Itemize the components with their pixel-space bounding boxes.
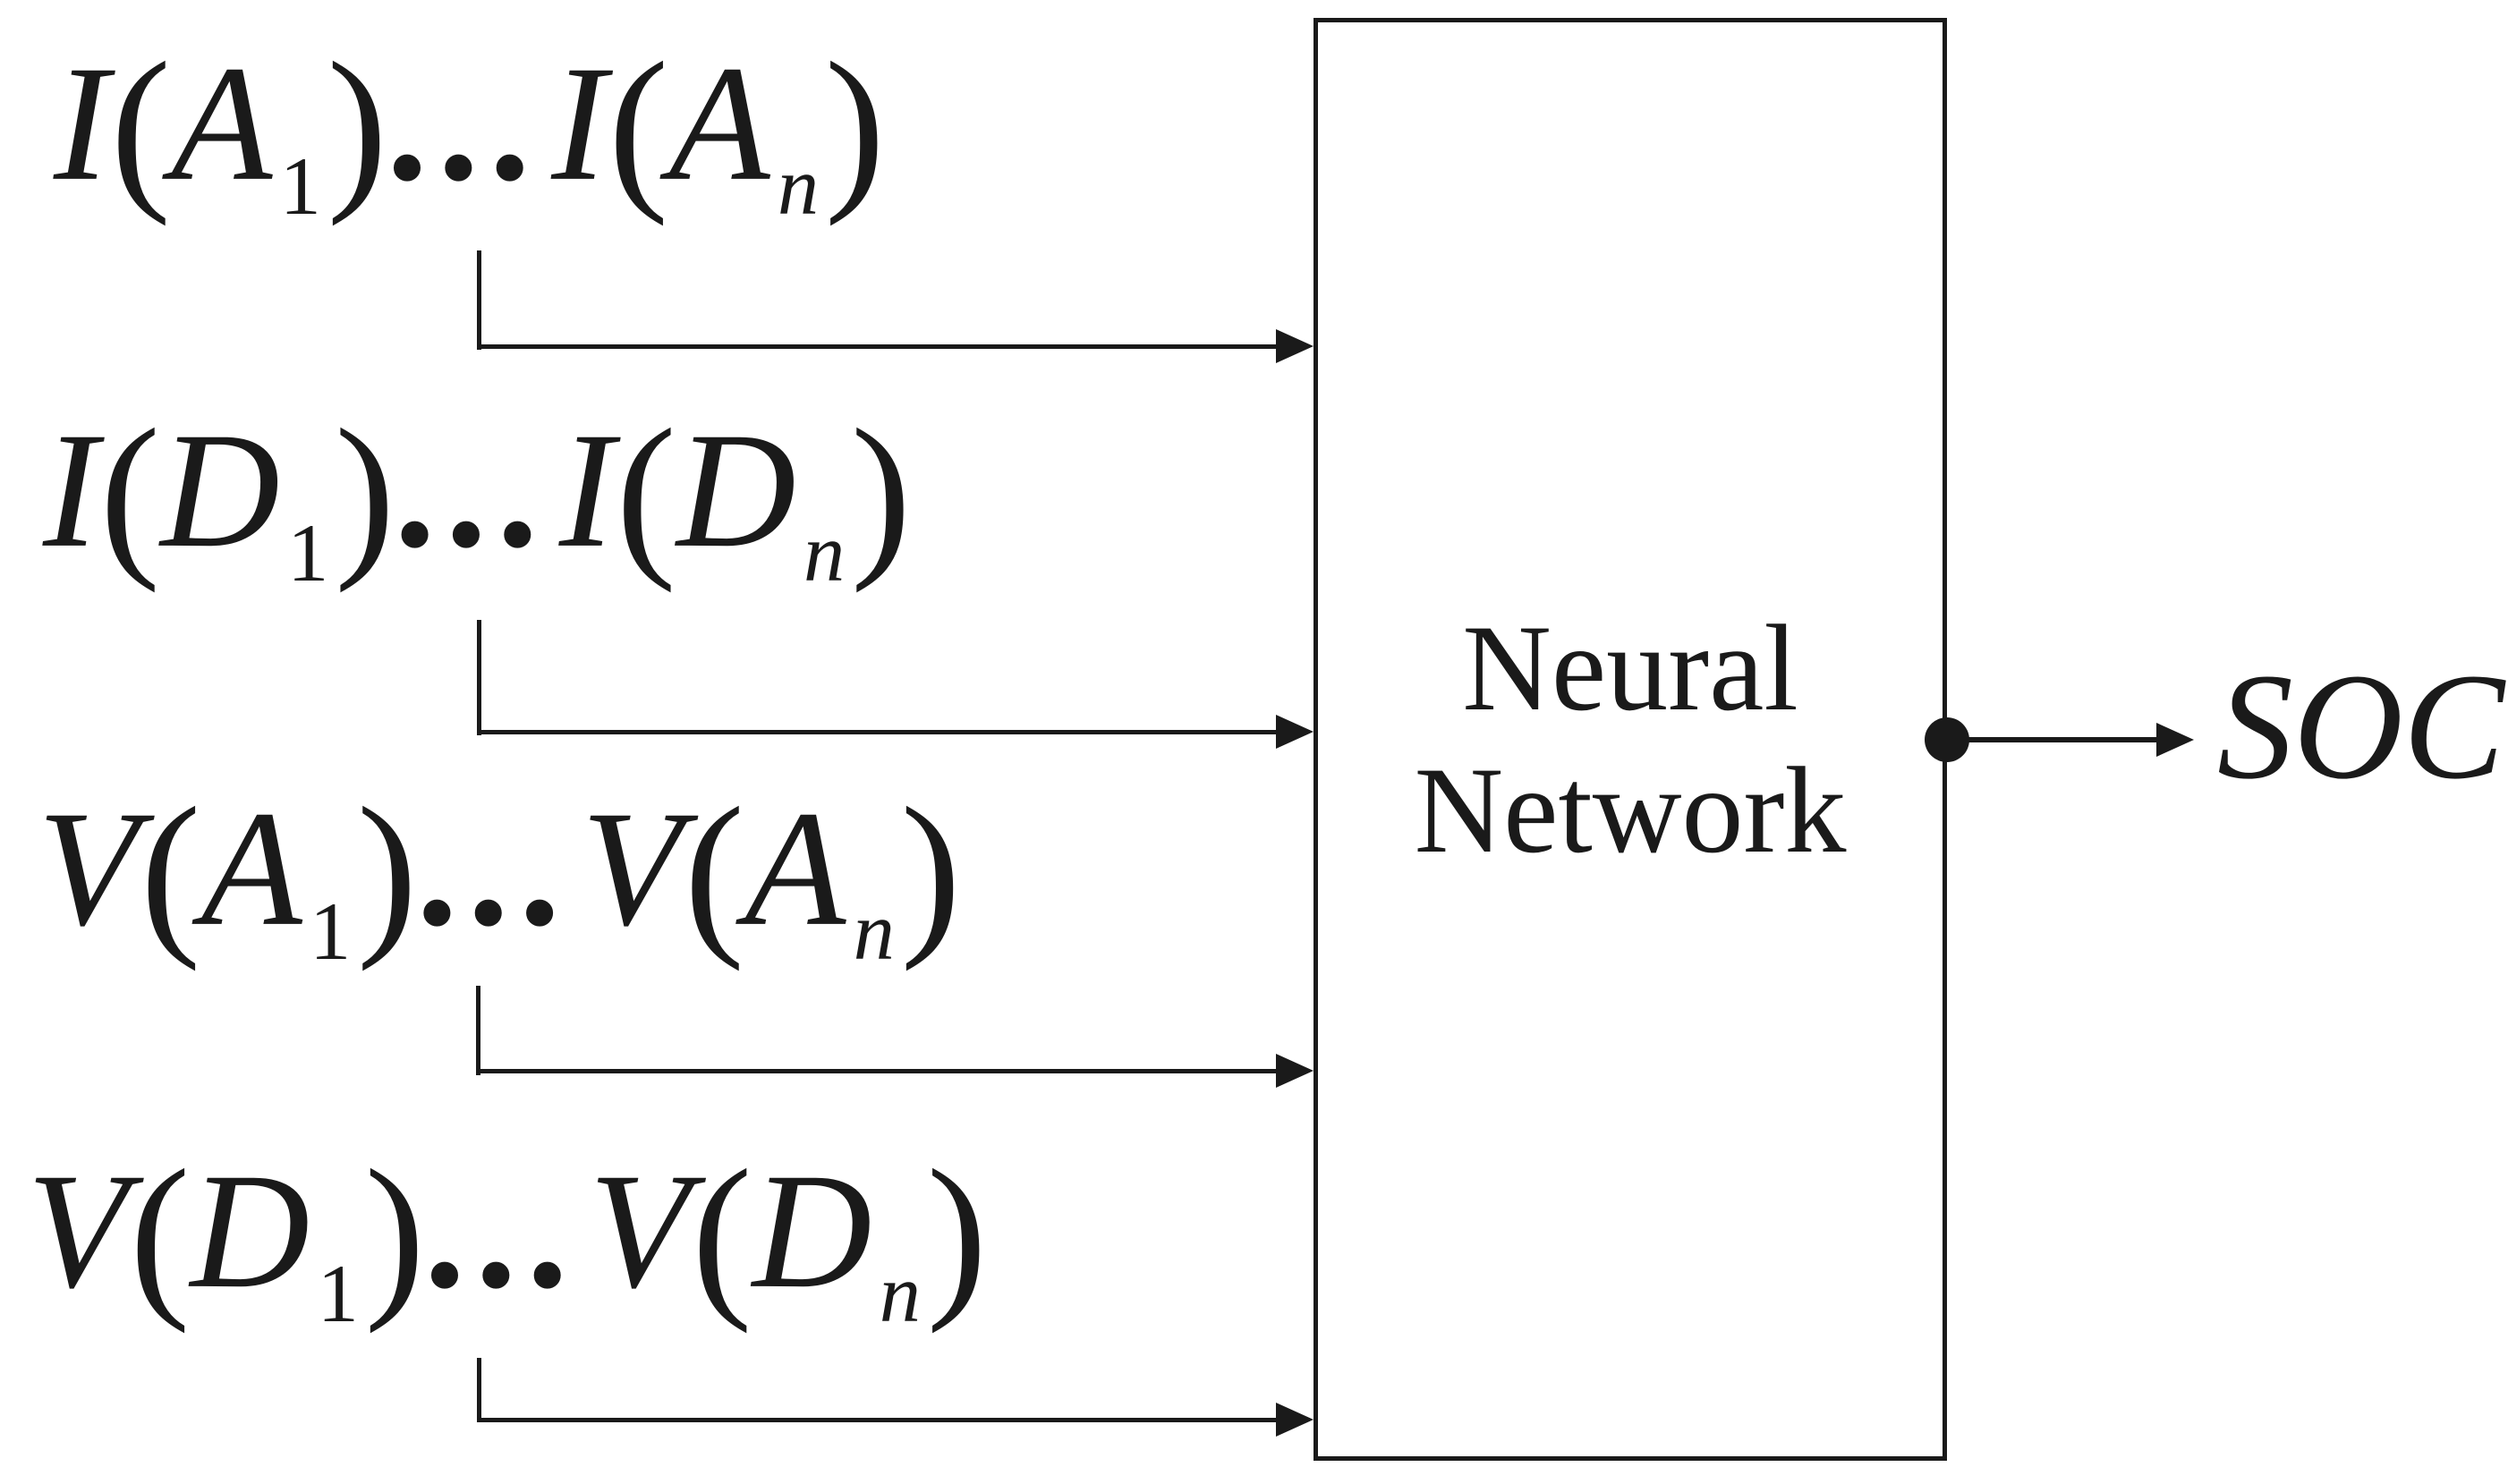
connector-vertical-line [477, 1358, 481, 1421]
function-symbol: V [581, 776, 684, 961]
open-paren: ( [692, 1133, 752, 1335]
close-paren: ) [926, 1133, 988, 1335]
open-paren: ( [110, 26, 172, 227]
subscript-last: n [803, 507, 847, 599]
box-label-line2: Network [1414, 741, 1847, 878]
connector-horizontal-line [477, 1418, 1280, 1422]
output-horizontal-line [1947, 737, 2160, 742]
subscript-first: 1 [317, 1248, 361, 1340]
open-paren: ( [616, 393, 677, 594]
ellipsis: ... [422, 776, 577, 961]
subscript-first: 1 [287, 507, 331, 599]
connector-horizontal-line [477, 730, 1280, 734]
connector-vertical-line [476, 986, 480, 1075]
subscript-last: n [777, 140, 820, 233]
open-paren: ( [129, 1133, 191, 1335]
ellipsis: ... [429, 1139, 584, 1323]
output-label: SOC [2217, 642, 2505, 810]
arrowhead-icon [1276, 329, 1314, 363]
close-paren: ) [356, 771, 418, 972]
neural-network-box: Neural Network [1314, 18, 1947, 1461]
close-paren: ) [327, 26, 388, 227]
ellipsis: ... [400, 398, 555, 582]
input-label-2: I(D1)...I(Dn) [43, 403, 912, 595]
box-label-line1: Neural [1462, 598, 1798, 736]
function-symbol: I [558, 398, 616, 582]
open-paren: ( [684, 771, 745, 972]
argument-symbol: D [190, 1139, 312, 1323]
subscript-last: n [853, 886, 897, 978]
argument-symbol: A [200, 776, 304, 961]
ellipsis: ... [392, 31, 547, 216]
subscript-last: n [879, 1248, 922, 1340]
function-symbol: V [38, 776, 140, 961]
function-symbol: V [589, 1139, 693, 1323]
close-paren: ) [364, 1133, 426, 1335]
argument-symbol: D [752, 1139, 874, 1323]
subscript-first: 1 [309, 886, 353, 978]
open-paren: ( [608, 26, 669, 227]
function-symbol: I [551, 31, 608, 216]
function-symbol: V [27, 1139, 130, 1323]
arrowhead-icon [2156, 723, 2194, 757]
argument-symbol: A [744, 776, 848, 961]
argument-symbol: D [160, 398, 282, 582]
open-paren: ( [140, 771, 201, 972]
function-symbol: I [54, 31, 111, 216]
argument-symbol: D [676, 398, 798, 582]
subscript-first: 1 [279, 140, 323, 233]
open-paren: ( [99, 393, 161, 594]
close-paren: ) [334, 393, 395, 594]
close-paren: ) [824, 26, 886, 227]
arrowhead-icon [1276, 1054, 1314, 1088]
connector-horizontal-line [477, 344, 1280, 349]
connector-vertical-line [477, 620, 481, 735]
argument-symbol: A [171, 31, 275, 216]
arrowhead-icon [1276, 1403, 1314, 1437]
close-paren: ) [900, 771, 962, 972]
input-label-1: I(A1)...I(An) [54, 36, 885, 228]
input-label-4: V(D1)...V(Dn) [27, 1139, 987, 1336]
argument-symbol: A [668, 31, 772, 216]
close-paren: ) [850, 393, 912, 594]
input-label-3: V(A1)...V(An) [38, 781, 961, 973]
arrowhead-icon [1276, 715, 1314, 749]
function-symbol: I [43, 398, 100, 582]
connector-horizontal-line [476, 1069, 1280, 1073]
connector-vertical-line [477, 250, 481, 350]
